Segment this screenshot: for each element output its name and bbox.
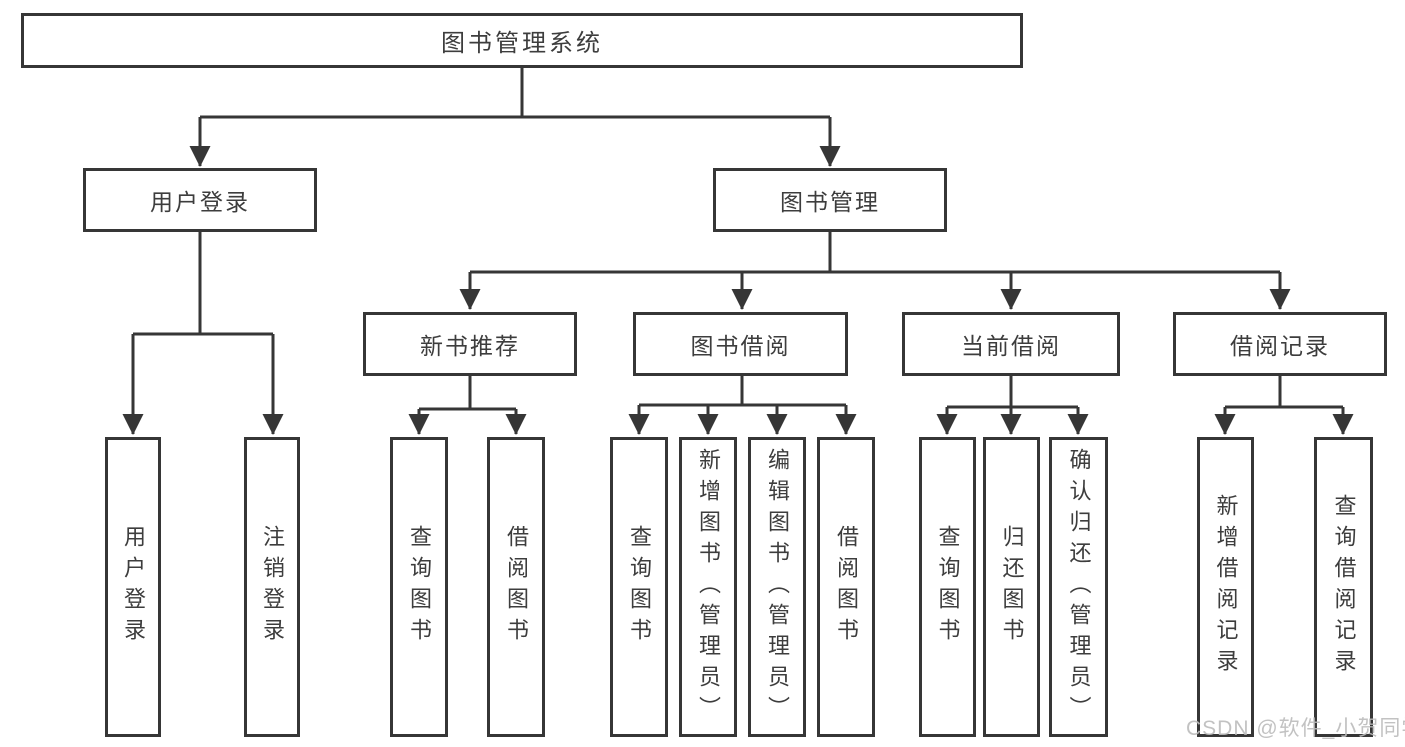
leaf-logout-label: 注销登录 — [260, 525, 285, 649]
leaf-borrow-books-1-label: 借阅图书 — [504, 525, 529, 649]
node-book-borrowing-label: 图书借阅 — [690, 333, 791, 359]
node-user-login-label: 用户登录 — [150, 189, 250, 215]
leaf-edit-book-admin-label: 编辑图书（管理员） — [765, 447, 790, 727]
node-user-login: 用户登录 — [83, 168, 317, 232]
node-book-management: 图书管理 — [713, 168, 947, 232]
connector-book-management-group — [470, 232, 1280, 274]
leaf-query-books-3-label: 查询图书 — [935, 525, 961, 649]
leaf-borrow-books-1: 借阅图书 — [487, 437, 545, 737]
leaf-query-borrow-record: 查询借阅记录 — [1314, 437, 1373, 737]
leaf-query-books-2-label: 查询图书 — [627, 525, 652, 649]
leaf-return-books: 归还图书 — [983, 437, 1040, 737]
leaf-user-login: 用户登录 — [105, 437, 161, 737]
node-book-management-label: 图书管理 — [780, 189, 880, 215]
node-borrowing-records: 借阅记录 — [1173, 312, 1387, 376]
leaf-add-book-admin-label: 新增图书（管理员） — [696, 447, 721, 727]
connector-root-to-level2 — [200, 68, 830, 119]
leaf-edit-book-admin: 编辑图书（管理员） — [748, 437, 806, 737]
leaf-return-books-label: 归还图书 — [999, 525, 1025, 649]
node-library-management-system-label: 图书管理系统 — [441, 30, 603, 57]
leaf-borrow-books-2-label: 借阅图书 — [834, 525, 859, 649]
connector-current-borrowing-group — [947, 376, 1078, 409]
leaf-add-book-admin: 新增图书（管理员） — [679, 437, 737, 737]
leaf-query-books-1: 查询图书 — [390, 437, 448, 737]
node-book-borrowing: 图书借阅 — [633, 312, 848, 376]
leaf-add-borrow-record-label: 新增借阅记录 — [1213, 494, 1239, 680]
node-library-management-system: 图书管理系统 — [21, 13, 1023, 68]
leaf-user-login-label: 用户登录 — [121, 525, 146, 649]
connector-user-login-group — [133, 232, 273, 336]
node-new-book-recommendation-label: 新书推荐 — [420, 333, 520, 359]
leaf-query-books-2: 查询图书 — [610, 437, 668, 737]
leaf-confirm-return-admin: 确认归还（管理员） — [1049, 437, 1108, 737]
leaf-borrow-books-2: 借阅图书 — [817, 437, 875, 737]
leaf-query-borrow-record-label: 查询借阅记录 — [1331, 494, 1357, 680]
leaf-logout: 注销登录 — [244, 437, 300, 737]
node-current-borrowing-label: 当前借阅 — [961, 333, 1061, 359]
connector-book-borrowing-group — [639, 376, 846, 407]
node-current-borrowing: 当前借阅 — [902, 312, 1120, 376]
node-borrowing-records-label: 借阅记录 — [1230, 333, 1330, 359]
leaf-query-books-3: 查询图书 — [919, 437, 976, 737]
leaf-confirm-return-admin-label: 确认归还（管理员） — [1066, 447, 1092, 727]
leaf-query-books-1-label: 查询图书 — [407, 525, 432, 649]
node-new-book-recommendation: 新书推荐 — [363, 312, 577, 376]
connector-borrowing-records-group — [1225, 376, 1343, 409]
connector-new-book-group — [419, 376, 516, 411]
csdn-watermark: CSDN @软件_小贺同学 — [1186, 717, 1405, 740]
leaf-add-borrow-record: 新增借阅记录 — [1197, 437, 1254, 737]
